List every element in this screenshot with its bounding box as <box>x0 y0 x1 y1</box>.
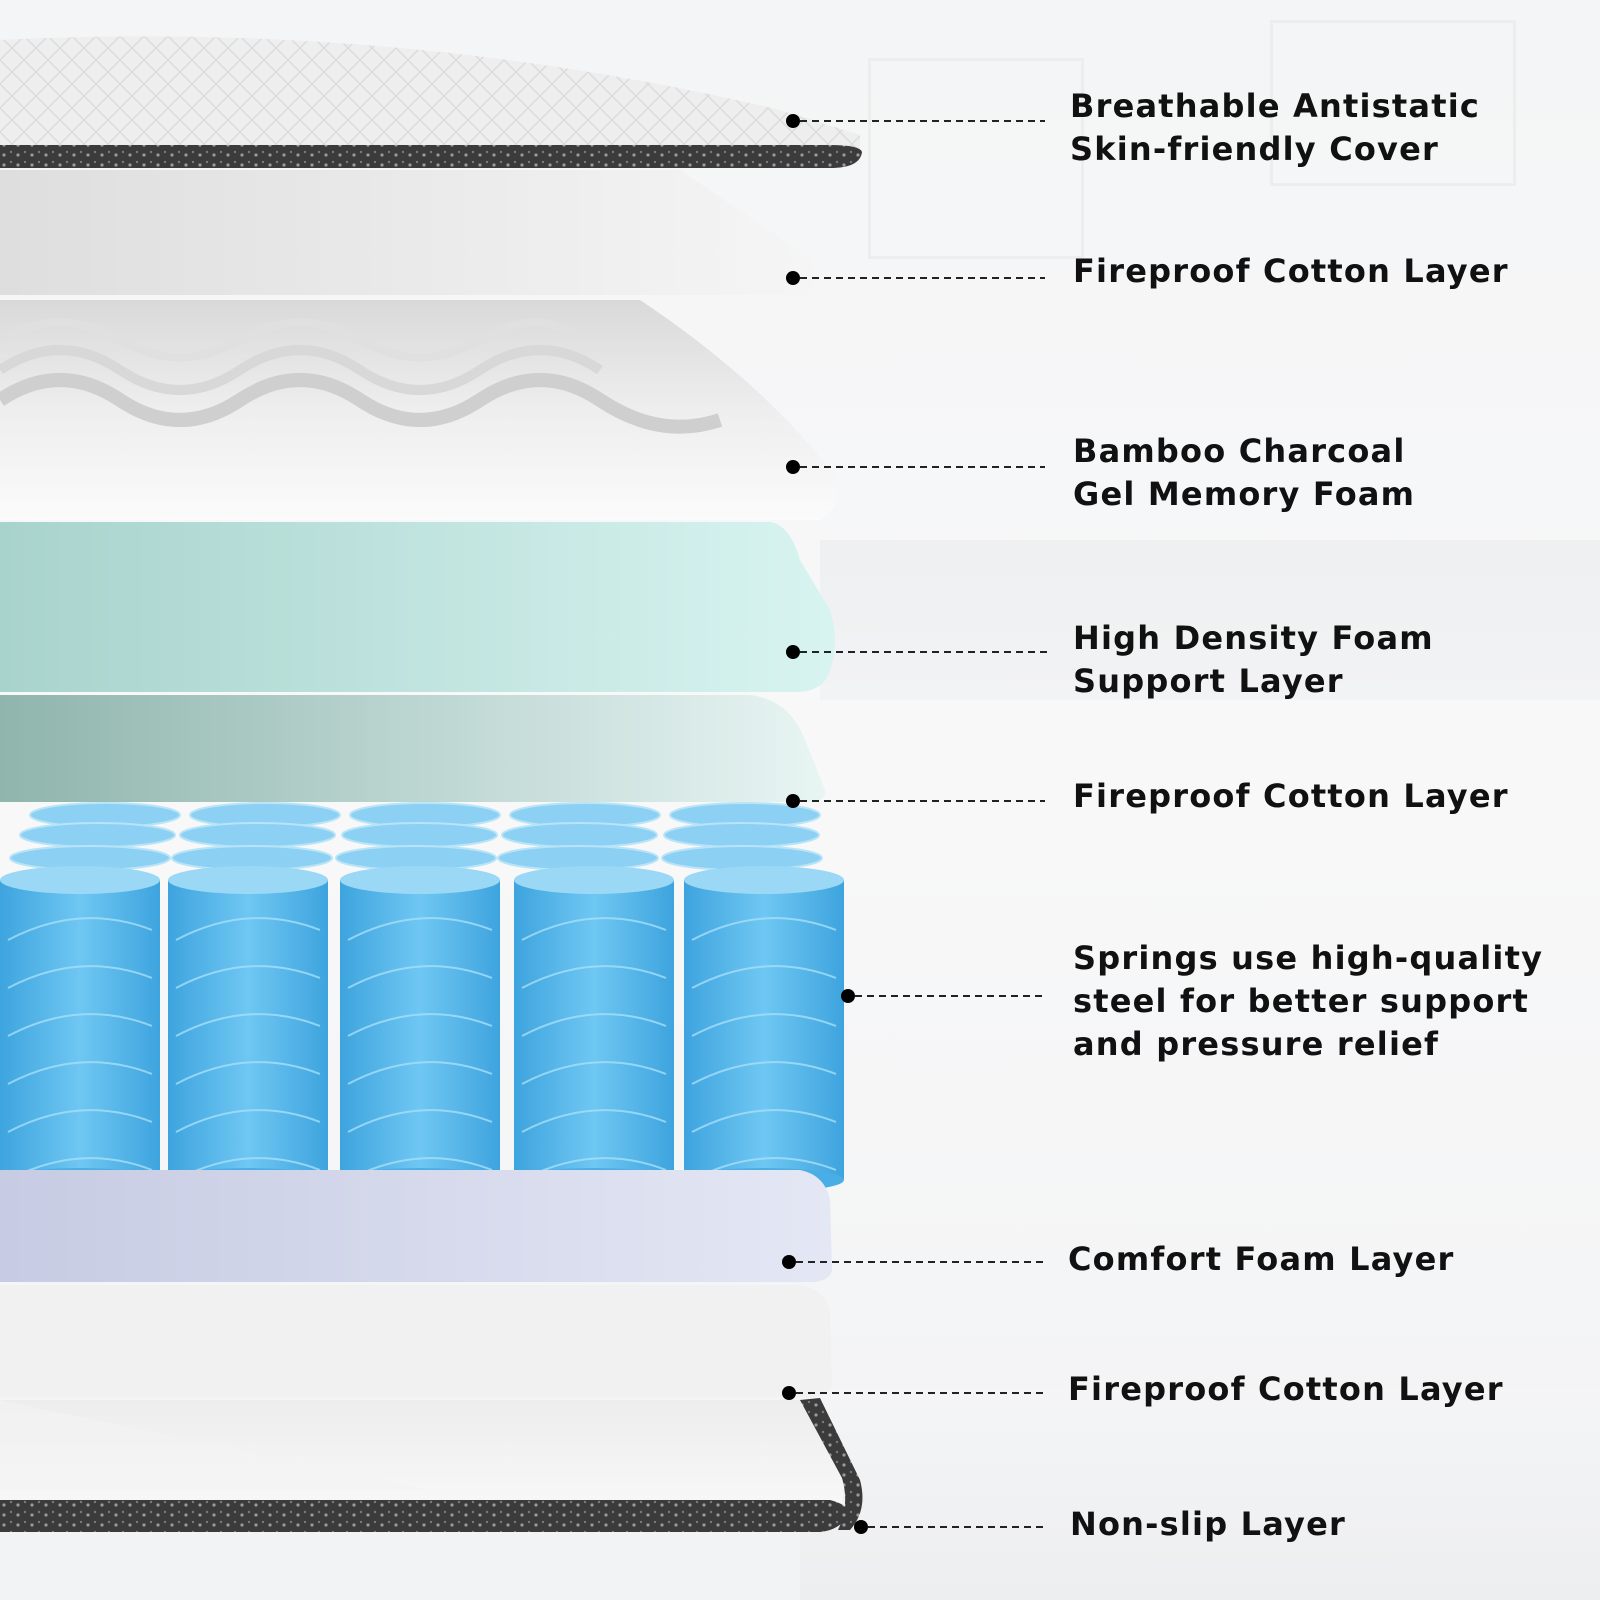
spring-coil <box>175 1109 321 1133</box>
spring-pocket-top <box>661 845 823 871</box>
callout-leaders <box>782 114 1048 1534</box>
spring-pocket <box>168 880 328 1180</box>
callout-dot-support-foam <box>786 645 800 659</box>
background-sofa <box>820 540 1600 700</box>
spring-coil <box>347 1109 493 1133</box>
label-cotton-3: Fireproof Cotton Layer <box>1068 1370 1504 1408</box>
spring-coil <box>521 1013 667 1037</box>
label-support-foam: High Density Foam Support Layer <box>1073 619 1434 700</box>
background-floor <box>800 1390 1600 1600</box>
spring-pocket-cap <box>340 866 500 894</box>
callout-dot-non-slip <box>854 1520 868 1534</box>
layer-memory-foam <box>0 300 838 520</box>
spring-coil <box>347 965 493 989</box>
spring-coil <box>347 1013 493 1037</box>
spring-pocket-top <box>19 822 176 848</box>
spring-pocket-cap <box>0 866 160 894</box>
callout-dot-cover <box>786 114 800 128</box>
spring-coil <box>7 917 153 941</box>
label-memory-foam: Bamboo Charcoal Gel Memory Foam <box>1073 432 1416 513</box>
spring-coil <box>175 1013 321 1037</box>
callout-dot-comfort-foam <box>782 1255 796 1269</box>
spring-coil <box>347 1061 493 1085</box>
layer-springs <box>0 802 844 1192</box>
layer-support-foam <box>0 522 835 692</box>
callout-dot-cotton-2 <box>786 794 800 808</box>
spring-coil <box>7 1061 153 1085</box>
label-cover: Breathable Antistatic Skin-friendly Cove… <box>1070 87 1481 168</box>
label-cotton-1: Fireproof Cotton Layer <box>1073 252 1509 290</box>
background-picture-frame <box>868 58 1084 259</box>
spring-coil <box>691 965 837 989</box>
spring-pocket <box>0 880 160 1180</box>
spring-coil <box>7 1013 153 1037</box>
spring-coil <box>691 1061 837 1085</box>
label-non-slip: Non-slip Layer <box>1070 1505 1347 1543</box>
spring-coil <box>7 1109 153 1133</box>
label-cotton-2: Fireproof Cotton Layer <box>1073 777 1509 815</box>
spring-coil <box>7 965 153 989</box>
spring-coil <box>175 965 321 989</box>
spring-pocket-cap <box>514 866 674 894</box>
spring-coil <box>521 917 667 941</box>
layer-cotton-1 <box>0 170 836 295</box>
background-picture-frame <box>1270 20 1516 186</box>
spring-pocket <box>684 880 844 1180</box>
spring-coil <box>175 1061 321 1085</box>
spring-coil <box>175 917 321 941</box>
spring-pocket-cap <box>168 866 328 894</box>
layer-cover <box>0 36 862 169</box>
spring-pocket-top <box>179 822 336 848</box>
spring-pocket-top <box>501 822 658 848</box>
spring-coil <box>521 965 667 989</box>
spring-coil <box>521 1061 667 1085</box>
callout-dot-memory-foam <box>786 460 800 474</box>
spring-pocket-cap <box>684 866 844 894</box>
callout-dot-cotton-1 <box>786 271 800 285</box>
spring-pocket <box>514 880 674 1180</box>
spring-coil <box>691 1013 837 1037</box>
callout-dot-springs <box>841 989 855 1003</box>
spring-pocket-top <box>663 822 820 848</box>
label-comfort-foam: Comfort Foam Layer <box>1068 1240 1455 1278</box>
layer-comfort-foam <box>0 1170 832 1282</box>
spring-pocket-top <box>341 822 498 848</box>
layer-cotton-3 <box>0 1285 832 1397</box>
spring-coil <box>691 917 837 941</box>
spring-coil <box>521 1109 667 1133</box>
label-springs: Springs use high-quality steel for bette… <box>1073 939 1544 1063</box>
spring-coil <box>347 917 493 941</box>
spring-coil <box>691 1109 837 1133</box>
layer-cotton-2 <box>0 695 826 802</box>
layer-non-slip <box>0 1398 863 1532</box>
spring-pocket <box>340 880 500 1180</box>
callout-dot-cotton-3 <box>782 1386 796 1400</box>
